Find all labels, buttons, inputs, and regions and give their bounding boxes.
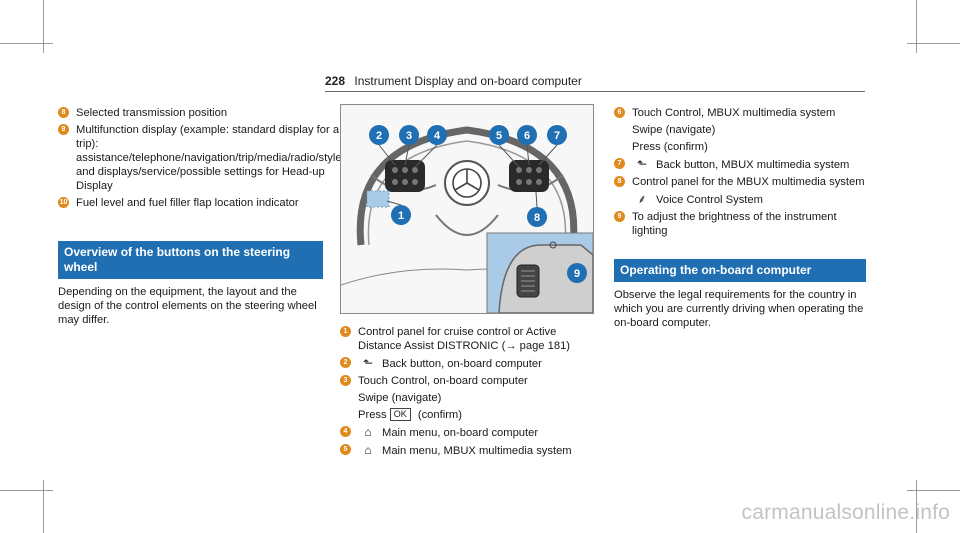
callout-number: 1 (340, 326, 351, 337)
section-heading: Operating the on-board computer (614, 259, 866, 282)
leader-lines (378, 144, 558, 208)
page-header: 228 Instrument Display and on-board comp… (325, 74, 582, 88)
svg-text:7: 7 (554, 130, 560, 142)
crop-mark (907, 43, 960, 44)
callout-number: 7 (614, 158, 625, 169)
section-body: Observe the legal requirements for the c… (614, 289, 864, 329)
left-column: 8 Selected transmission position 9 Multi… (58, 106, 347, 337)
lower-spoke (435, 214, 499, 236)
svg-text:6: 6 (524, 130, 530, 142)
home-icon: ⌂ (364, 425, 372, 439)
list-subitem: Swipe (navigate) (632, 124, 716, 136)
list-item-text: Selected transmission position (76, 107, 228, 119)
list-item: 8 Control panel for the MBUX multimedia … (614, 175, 866, 189)
page-number: 228 (325, 74, 346, 88)
callout-number: 8 (614, 176, 625, 187)
callout-number: 6 (614, 107, 625, 118)
callout-6: 6 (517, 125, 537, 145)
section-body: Depending on the equipment, the layout a… (58, 286, 317, 326)
right-column: 6 Touch Control, MBUX multimedia system … (614, 106, 866, 340)
page-header-title: Instrument Display and on-board computer (354, 74, 582, 88)
watermark: carmanualsonline.info (741, 501, 950, 524)
callout-number: 2 (340, 357, 351, 368)
list-item: 5 ⌂ Main menu, MBUX multimedia system (340, 443, 598, 458)
crop-mark (43, 0, 44, 53)
list-item-text: Control panel for the MBUX multimedia sy… (632, 176, 865, 188)
back-arrow-icon: ⬑ (636, 157, 648, 171)
list-subitem: Press OK (confirm) (358, 408, 462, 421)
callout-7: 7 (547, 125, 567, 145)
header-divider (325, 91, 865, 92)
list-item: 9 Multifunction display (example: standa… (58, 123, 347, 193)
svg-text:5: 5 (496, 130, 502, 142)
list-item: 9 To adjust the brightness of the instru… (614, 210, 866, 238)
list-item: 10 Fuel level and fuel filler flap locat… (58, 196, 323, 210)
steering-wheel-figure: 1 2 3 4 5 6 7 8 9 (340, 104, 594, 314)
list-subitem: ⸙Voice Control System (614, 192, 866, 207)
list-item-text: Main menu, on-board computer (382, 427, 539, 439)
callout-number: 9 (58, 124, 69, 135)
list-item: 3 Touch Control, on-board computer (340, 374, 598, 388)
list-item-text: Multifunction display (example: standard… (76, 124, 348, 192)
back-arrow-icon: ⬑ (362, 356, 374, 370)
callout-1: 1 (391, 205, 411, 225)
crop-mark (0, 43, 53, 44)
callout-5: 5 (489, 125, 509, 145)
callout-9: 9 (567, 263, 587, 283)
section-heading: Overview of the buttons on the steering … (58, 241, 323, 279)
svg-text:9: 9 (574, 268, 580, 280)
callout-number: 10 (58, 197, 69, 208)
home-icon: ⌂ (364, 443, 372, 457)
list-item: 4 ⌂ Main menu, on-board computer (340, 425, 598, 440)
list-item: 1 Control panel for cruise control or Ac… (340, 325, 598, 353)
list-item-text: Back button, MBUX multimedia system (656, 159, 850, 171)
list-item-text: Main menu, MBUX multimedia system (382, 445, 572, 457)
svg-text:8: 8 (534, 212, 540, 224)
callout-number: 9 (614, 211, 625, 222)
middle-column: 1 Control panel for cruise control or Ac… (340, 325, 598, 461)
callout-2: 2 (369, 125, 389, 145)
list-item-text: Touch Control, on-board computer (358, 375, 528, 387)
svg-text:4: 4 (434, 130, 441, 142)
list-subitem: Press (confirm) (632, 141, 708, 153)
voice-control-icon: ⸙ (637, 192, 647, 206)
callout-3: 3 (399, 125, 419, 145)
crop-mark (0, 490, 53, 491)
mercedes-star-icon (452, 168, 482, 198)
list-item: 8 Selected transmission position (58, 106, 323, 120)
svg-text:1: 1 (398, 210, 404, 222)
svg-text:3: 3 (406, 130, 412, 142)
list-item-text: Back button, on-board computer (382, 358, 542, 370)
brightness-icon (549, 241, 557, 249)
crop-mark (916, 0, 917, 53)
ok-key-icon: OK (389, 408, 411, 421)
crop-mark (916, 480, 917, 533)
list-item-text: To adjust the brightness of the instrume… (632, 211, 837, 237)
crop-mark (907, 490, 960, 491)
cruise-control-panel (366, 190, 390, 208)
list-subitem: Swipe (navigate) (358, 392, 442, 404)
list-item-text: Control panel for cruise control or Acti… (358, 326, 571, 352)
svg-text:2: 2 (376, 130, 382, 142)
callout-4: 4 (427, 125, 447, 145)
list-item: 2 ⬑ Back button, on-board computer (340, 356, 598, 371)
callout-number: 3 (340, 375, 351, 386)
steering-wheel-illustration: 1 2 3 4 5 6 7 8 9 (341, 125, 593, 313)
list-item: 6 Touch Control, MBUX multimedia system (614, 106, 866, 120)
callout-number: 8 (58, 107, 69, 118)
list-item-text: Touch Control, MBUX multimedia system (632, 107, 836, 119)
list-item: 7 ⬑ Back button, MBUX multimedia system (614, 157, 866, 172)
callout-number: 5 (340, 444, 351, 455)
list-item-text: Fuel level and fuel filler flap location… (76, 197, 299, 209)
callout-number: 4 (340, 426, 351, 437)
callout-8: 8 (527, 207, 547, 227)
crop-mark (43, 480, 44, 533)
